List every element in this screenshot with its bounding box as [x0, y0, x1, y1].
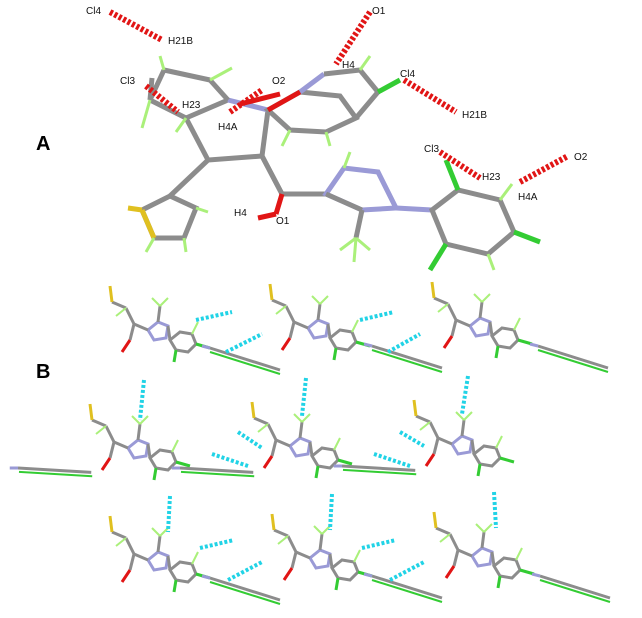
atom-label: Cl3	[120, 76, 135, 87]
atom-labels-a: Cl4 H21B O1 H4 O2 Cl4 H21B Cl3 H23 H4A H…	[86, 6, 588, 227]
atom-label: H4A	[518, 192, 538, 203]
panel-b: B	[8, 280, 612, 606]
atom-label: O1	[372, 6, 386, 17]
panel-label-a: A	[36, 133, 50, 155]
upper-phenyl-ring	[239, 55, 402, 147]
atom-label: Cl4	[86, 6, 101, 17]
atom-label: H21B	[462, 110, 487, 121]
thiophene-ring	[127, 193, 209, 253]
packing-row-2	[8, 398, 516, 497]
pyrazole-fragment	[257, 151, 433, 263]
packing-row-3	[108, 510, 612, 606]
atom-label: O1	[276, 216, 290, 227]
atom-label: H4	[234, 208, 247, 219]
atom-label: H23	[482, 172, 501, 183]
atom-label: H4A	[218, 122, 238, 133]
hbond-network	[138, 310, 498, 582]
atom-label: Cl4	[400, 69, 415, 80]
atom-label: H23	[182, 100, 201, 111]
atom-label: O2	[272, 76, 286, 87]
hbond-contacts	[108, 9, 570, 185]
panel-a: A	[36, 6, 588, 272]
lower-phenyl-ring	[427, 159, 541, 272]
atom-label: H21B	[168, 36, 193, 47]
panel-label-b: B	[36, 361, 50, 383]
packing-row-1	[108, 280, 610, 376]
atom-label: H4	[342, 60, 355, 71]
central-ring	[140, 55, 285, 198]
atom-label: Cl3	[424, 144, 439, 155]
atom-label: O2	[574, 152, 588, 163]
